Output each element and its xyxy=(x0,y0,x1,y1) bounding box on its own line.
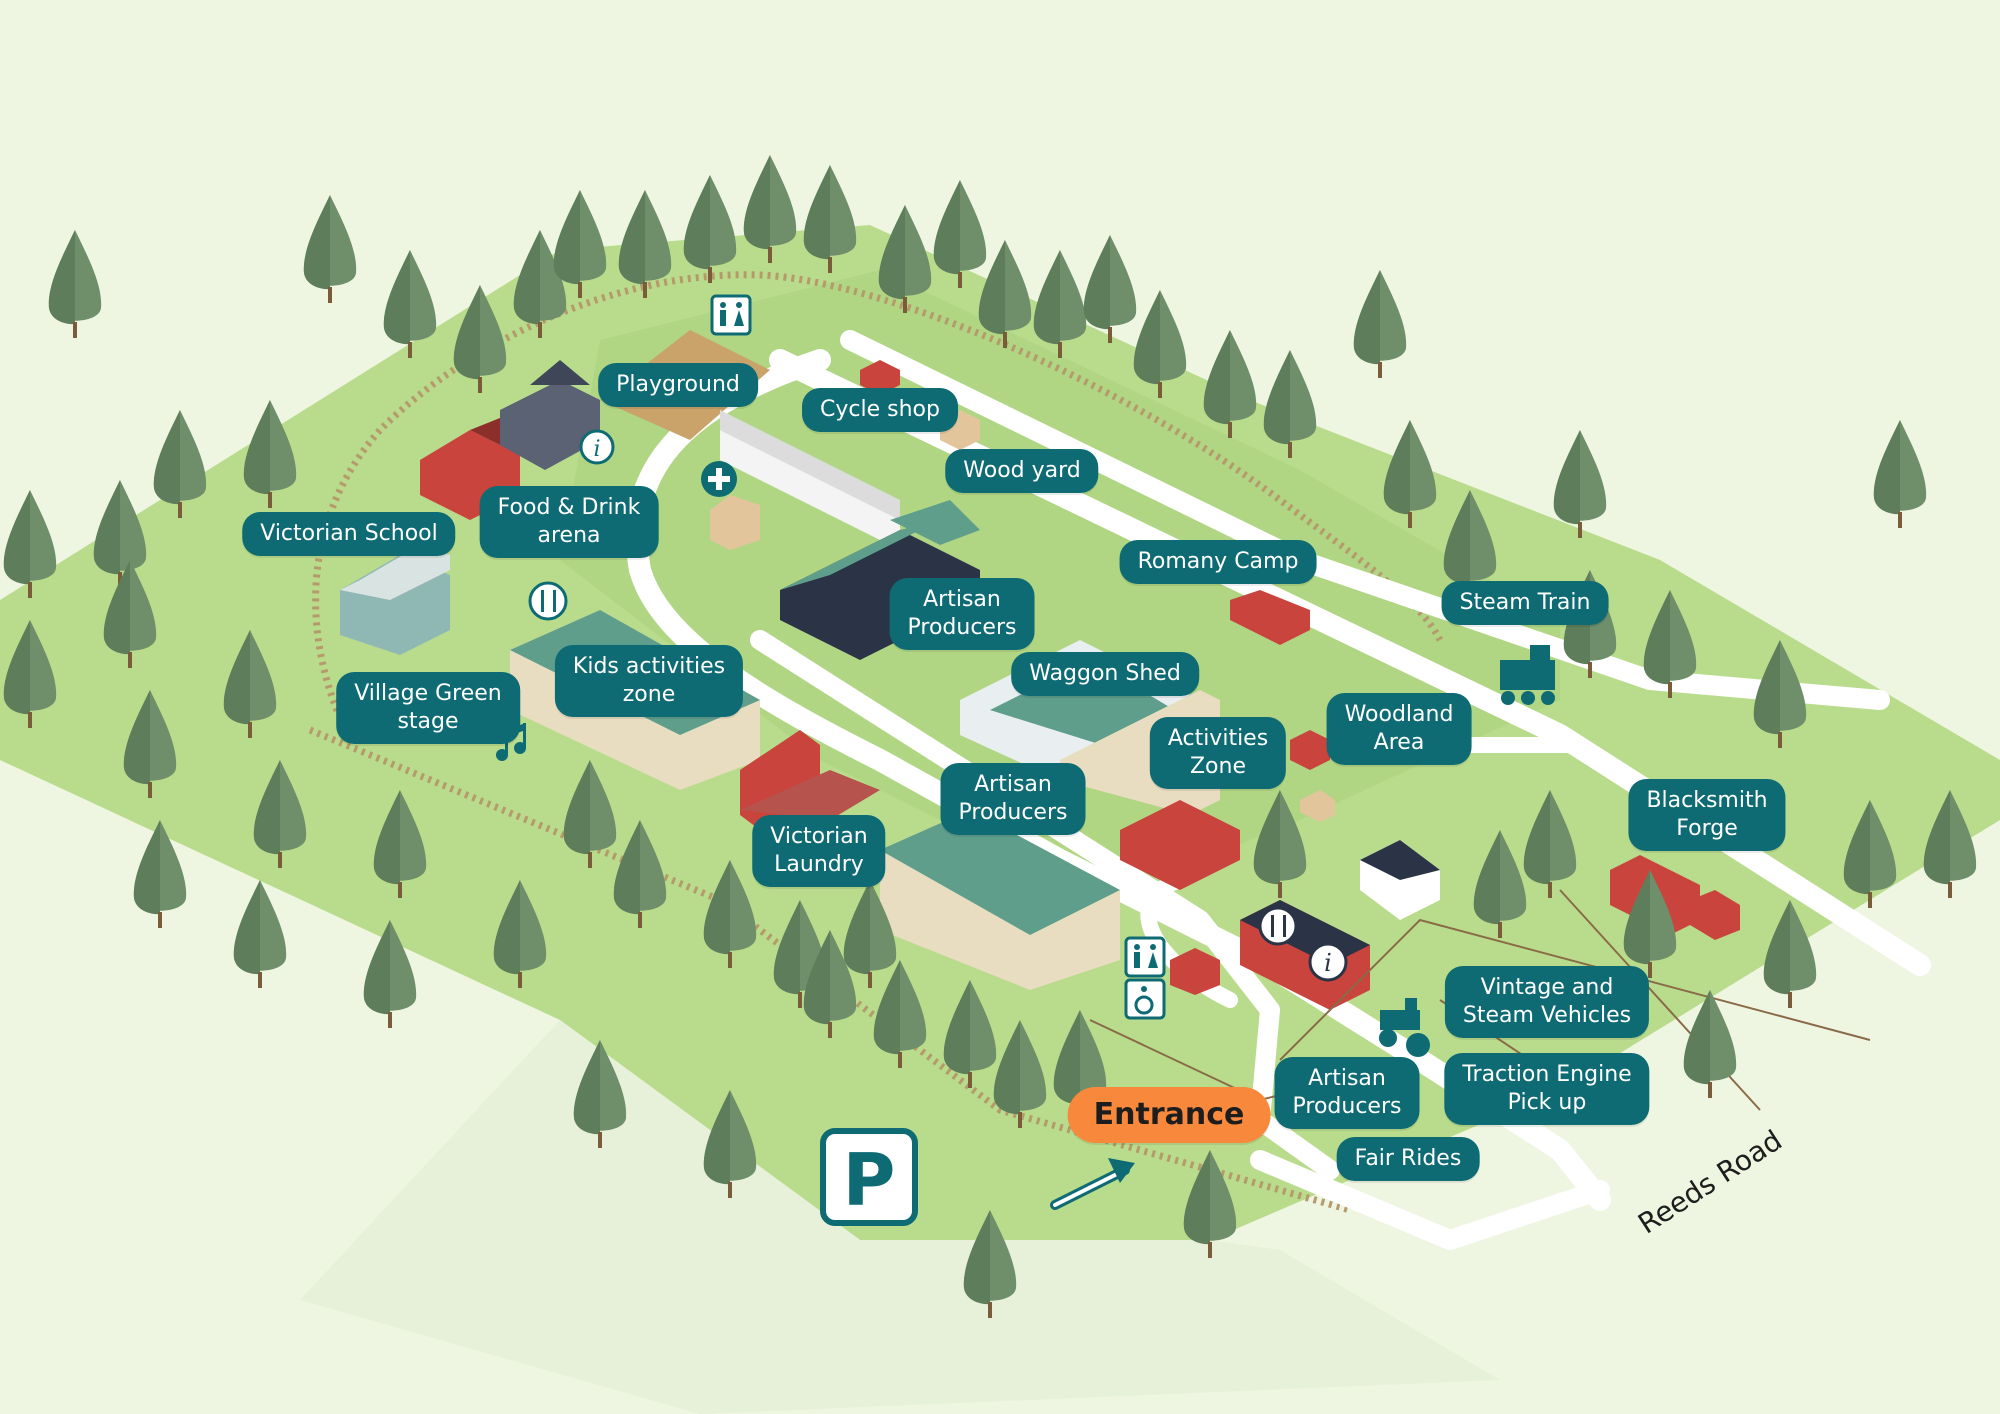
info-icon: i xyxy=(1308,942,1348,982)
label-victorian-school[interactable]: Victorian School xyxy=(242,512,456,556)
parking-symbol: P xyxy=(843,1138,896,1222)
label-woodland-area[interactable]: Woodland Area xyxy=(1326,693,1472,765)
label-kids-activities-zone[interactable]: Kids activities zone xyxy=(554,645,744,717)
label-artisan-producers-1[interactable]: Artisan Producers xyxy=(889,578,1035,650)
label-cycle-shop[interactable]: Cycle shop xyxy=(802,388,958,432)
food-icon xyxy=(528,581,568,621)
label-vintage-steam-vehicles[interactable]: Vintage and Steam Vehicles xyxy=(1444,966,1650,1038)
info-icon: i xyxy=(579,429,615,465)
steam-train-icon xyxy=(1500,645,1555,705)
label-playground[interactable]: Playground xyxy=(598,363,758,407)
road-name: Reeds Road xyxy=(1632,1123,1788,1241)
railway-track xyxy=(312,271,1444,742)
toilets-icon xyxy=(1124,936,1166,978)
label-traction-engine-pick-up[interactable]: Traction Engine Pick up xyxy=(1444,1053,1650,1125)
label-blacksmith-forge[interactable]: Blacksmith Forge xyxy=(1628,779,1786,851)
label-artisan-producers-3[interactable]: Artisan Producers xyxy=(1274,1057,1420,1129)
label-artisan-producers-2[interactable]: Artisan Producers xyxy=(940,763,1086,835)
svg-text:i: i xyxy=(593,437,600,462)
food-icon xyxy=(1258,906,1298,946)
label-victorian-laundry[interactable]: Victorian Laundry xyxy=(752,815,886,887)
label-entrance[interactable]: Entrance xyxy=(1067,1087,1271,1143)
label-waggon-shed[interactable]: Waggon Shed xyxy=(1011,652,1199,696)
label-romany-camp[interactable]: Romany Camp xyxy=(1119,540,1317,584)
accessible-icon xyxy=(1124,978,1166,1020)
label-steam-train[interactable]: Steam Train xyxy=(1441,581,1609,625)
label-fair-rides[interactable]: Fair Rides xyxy=(1336,1137,1480,1181)
label-wood-yard[interactable]: Wood yard xyxy=(945,449,1099,493)
toilets-icon xyxy=(710,294,752,336)
entrance-arrow-icon xyxy=(1050,1158,1135,1210)
traction-engine-icon xyxy=(1379,998,1430,1057)
first-aid-icon xyxy=(701,461,737,497)
label-food-drink-arena[interactable]: Food & Drink arena xyxy=(479,486,659,558)
parking-icon: P xyxy=(820,1128,918,1226)
label-village-green-stage[interactable]: Village Green stage xyxy=(336,672,520,744)
svg-text:i: i xyxy=(1324,949,1332,977)
label-activities-zone[interactable]: Activities Zone xyxy=(1149,717,1287,789)
